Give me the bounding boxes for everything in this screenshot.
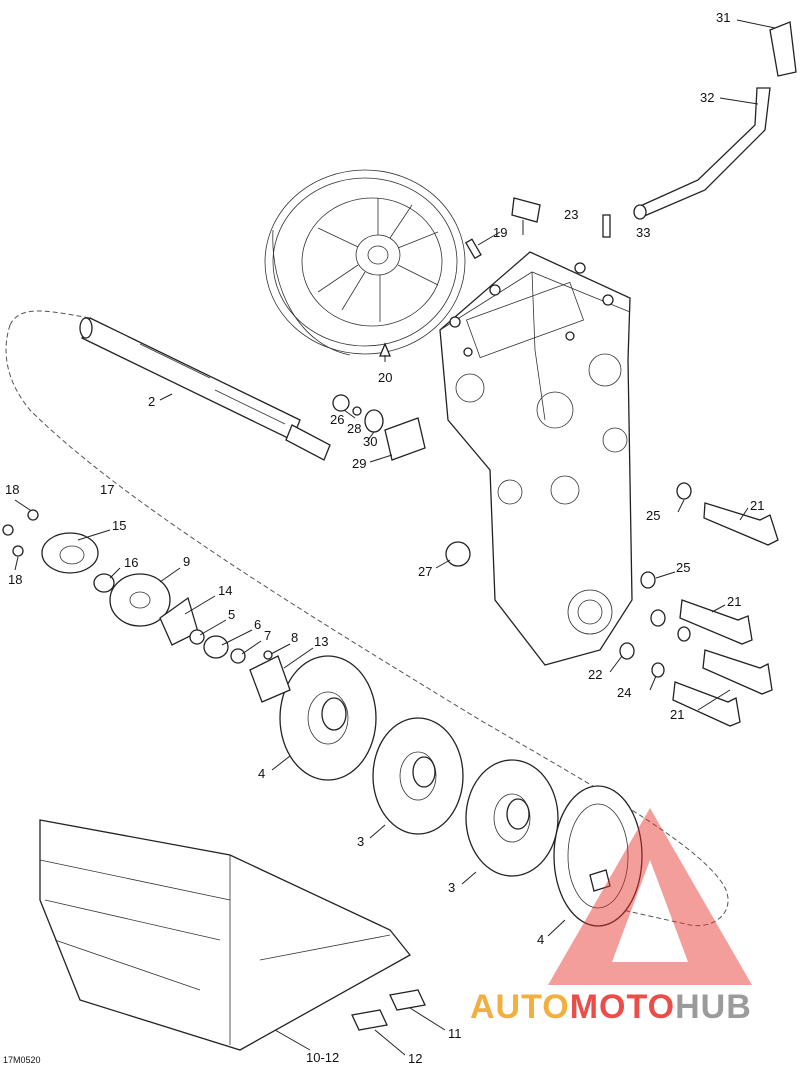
ring-7	[230, 648, 246, 664]
sprocket-3-middle	[372, 717, 464, 835]
sprocket-4-left	[279, 655, 377, 781]
callout-3-right: 3	[448, 880, 455, 895]
figure-reference-code: 17M0520	[3, 1055, 41, 1065]
callout-7: 7	[264, 628, 271, 643]
nut-26	[332, 394, 350, 412]
washer-25-side	[650, 609, 666, 627]
callout-13: 13	[314, 634, 328, 649]
svg-text:AUTOMOTOHUB: AUTOMOTOHUB	[470, 988, 752, 1026]
nut-18-mid	[2, 524, 14, 536]
callout-29: 29	[352, 456, 366, 471]
bearing-16	[93, 573, 115, 593]
ring-5	[189, 629, 205, 645]
callout-21-upper: 21	[750, 498, 764, 513]
callout-17: 17	[100, 482, 114, 497]
callout-10-12: 10-12	[306, 1050, 339, 1065]
callout-19: 19	[493, 225, 507, 240]
callout-21-middle: 21	[727, 594, 741, 609]
breather-23	[511, 197, 541, 223]
bearing-6	[203, 635, 229, 659]
washer-25-upper	[676, 482, 692, 500]
plate-9	[109, 573, 171, 627]
callout-4-left: 4	[258, 766, 265, 781]
nut-18-lower	[12, 545, 24, 557]
key-19	[465, 238, 482, 260]
grip-31	[769, 21, 797, 77]
callout-25-lower: 25	[676, 560, 690, 575]
bolt-21-lower-right	[702, 649, 773, 695]
leader-lines	[14, 19, 776, 1056]
callout-12: 12	[408, 1051, 422, 1066]
chaincase-housing	[439, 251, 633, 666]
callout-5: 5	[228, 607, 235, 622]
track-belt-outline	[5, 324, 729, 927]
callout-labels: 31 32 23 19 33 20 2 26 28 30 29 18 17 15…	[5, 10, 764, 1066]
callout-32: 32	[700, 90, 714, 105]
oring-8	[263, 650, 273, 660]
bolt-21-upper	[703, 502, 779, 546]
washer-25-lower	[640, 571, 656, 589]
callout-22: 22	[588, 667, 602, 682]
callout-21-lower: 21	[670, 707, 684, 722]
watermark-text-moto: MOTO	[570, 988, 675, 1026]
sleeve-27	[445, 541, 471, 567]
bolt-21-lower	[672, 681, 741, 727]
sprocket-3-right	[465, 759, 559, 877]
drive-axle	[79, 317, 331, 461]
callout-23: 23	[564, 207, 578, 222]
callout-24: 24	[617, 685, 631, 700]
callout-26: 26	[330, 412, 344, 427]
watermark-text-auto: AUTO	[470, 988, 570, 1026]
track-clip-12	[351, 1009, 388, 1031]
callout-2: 2	[148, 394, 155, 409]
callout-31: 31	[716, 10, 730, 25]
callout-25-upper: 25	[646, 508, 660, 523]
spacer-29	[384, 417, 426, 461]
track-belt-outline-upper	[9, 310, 91, 326]
callout-30: 30	[363, 434, 377, 449]
callout-28: 28	[347, 421, 361, 436]
callout-3-middle: 3	[357, 834, 364, 849]
track	[39, 819, 411, 1051]
watermark-text-hub: HUB	[675, 988, 752, 1026]
callout-18-top: 18	[5, 482, 19, 497]
watermark-triangle-icon	[548, 808, 752, 985]
washer-28	[352, 406, 362, 416]
callout-15: 15	[112, 518, 126, 533]
driven-pulley	[264, 169, 466, 356]
callout-9: 9	[183, 554, 190, 569]
callout-6: 6	[254, 617, 261, 632]
lever-32	[637, 87, 771, 218]
nut-24-upper	[677, 626, 691, 642]
callout-27: 27	[418, 564, 432, 579]
callout-8: 8	[291, 630, 298, 645]
sprocket-4-right	[553, 785, 643, 927]
washer-24	[651, 662, 665, 678]
callout-4-right: 4	[537, 932, 544, 947]
gear-30	[364, 409, 384, 433]
callout-16: 16	[124, 555, 138, 570]
callout-11: 11	[448, 1026, 462, 1041]
callout-20: 20	[378, 370, 392, 385]
washer-22	[619, 642, 635, 660]
nut-18-upper	[27, 509, 39, 521]
callout-18-bottom: 18	[8, 572, 22, 587]
callout-14: 14	[218, 583, 232, 598]
bolt-21-middle	[679, 599, 753, 645]
plug-20	[379, 342, 391, 357]
track-clip-11	[389, 989, 426, 1011]
pin-33	[602, 214, 611, 238]
seal-13	[249, 655, 291, 703]
bearing-housing-15	[41, 532, 99, 574]
watermark-logo: AUTOMOTOHUB	[470, 808, 752, 1026]
callout-33: 33	[636, 225, 650, 240]
